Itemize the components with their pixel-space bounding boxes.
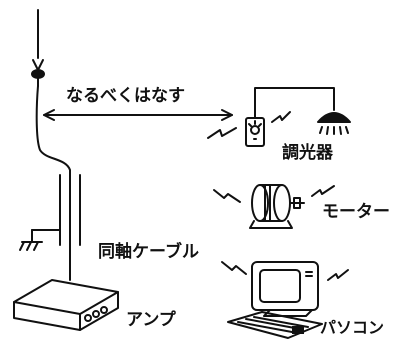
lamp-wire (254, 87, 335, 119)
coax-cable-label: 同軸ケーブル (98, 242, 199, 262)
keep-apart-arrow (43, 109, 233, 121)
keep-apart-label: なるべくはなす (66, 86, 185, 106)
computer-label: パソコン (320, 318, 385, 337)
ground-icon (19, 229, 61, 251)
motor-icon (249, 184, 305, 229)
dimmer-label: 調光器 (282, 143, 333, 163)
noise-bolt-icon (207, 111, 349, 281)
computer-icon (227, 261, 323, 339)
dimmer-icon (245, 117, 265, 147)
amplifier-label: アンプ (126, 310, 176, 330)
amplifier-icon (13, 279, 119, 331)
motor-label: モーター (322, 202, 390, 222)
antenna-icon (31, 9, 45, 87)
antenna-cable (35, 85, 71, 281)
lamp-icon (317, 112, 351, 135)
